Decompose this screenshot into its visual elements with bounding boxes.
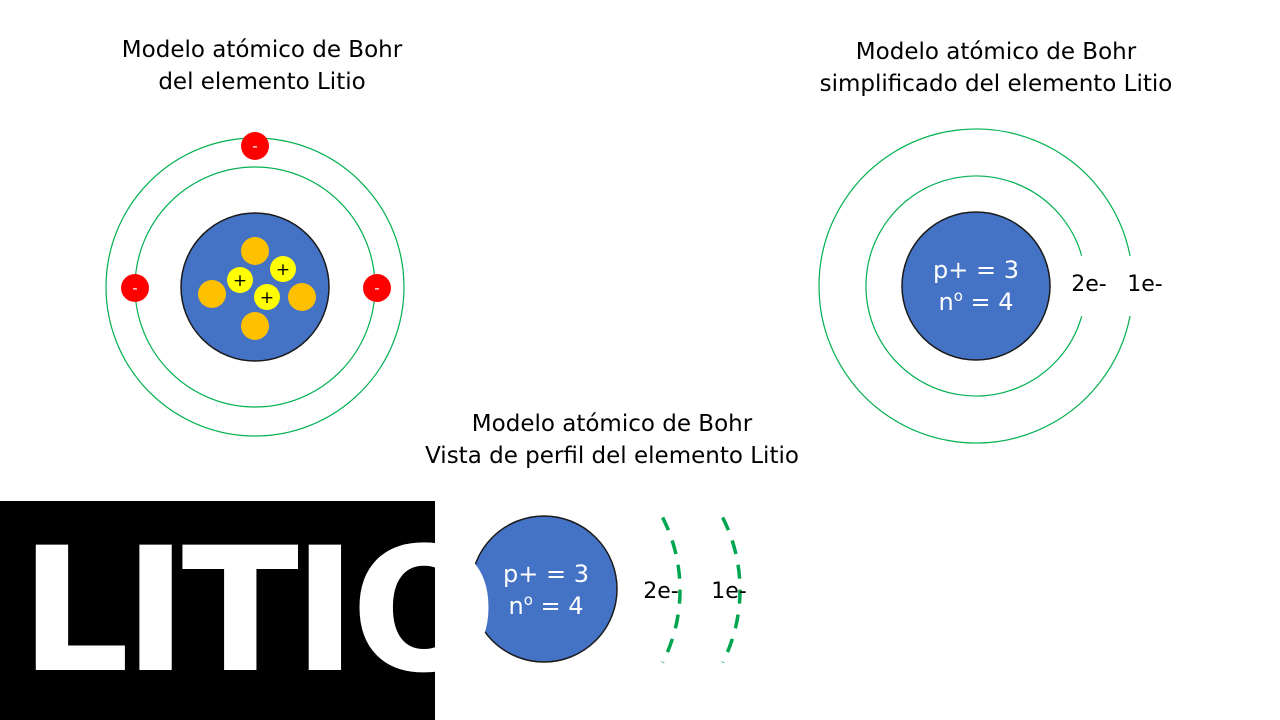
title-full-line2: del elemento Litio	[158, 69, 366, 95]
neutron-count-label: no = 4	[938, 287, 1013, 316]
proton-count-label: p+ = 3	[933, 256, 1019, 284]
proton-sign: +	[233, 271, 247, 291]
neutron-count-label: no = 4	[508, 591, 583, 620]
title-profile-line1: Modelo atómico de Bohr	[471, 411, 753, 437]
title-profile-line2: Vista de perfil del elemento Litio	[425, 443, 799, 469]
full-bohr-model: +++ ---	[105, 132, 405, 437]
proton	[254, 284, 280, 310]
element-name: LITIO	[20, 510, 497, 711]
proton-sign: +	[276, 260, 290, 280]
neutron	[288, 283, 316, 311]
nucleus	[470, 515, 618, 663]
title-simplified-line1: Modelo atómico de Bohr	[855, 39, 1137, 65]
inner-shell-arc	[865, 175, 1083, 397]
electron-sign: -	[252, 137, 257, 155]
electrons: - - -	[121, 132, 391, 302]
neutron	[241, 237, 269, 265]
neutron	[241, 312, 269, 340]
profile-bohr-model: p+ = 3 no = 4 2e- 1e-	[470, 515, 747, 664]
nucleus	[180, 212, 330, 362]
shell-2-label: 1e-	[1127, 272, 1162, 297]
title-full-line1: Modelo atómico de Bohr	[121, 37, 403, 63]
proton-sign: +	[260, 288, 274, 308]
shell-1-label: 2e-	[643, 579, 678, 604]
shell-1-label: 2e-	[1071, 272, 1106, 297]
shell-2-label: 1e-	[711, 579, 746, 604]
nucleons: +++	[198, 237, 316, 340]
title-full-bohr-model: Modelo atómico de Bohr del elemento Liti…	[60, 34, 464, 98]
electron	[241, 132, 269, 160]
proton-count-label: p+ = 3	[503, 560, 589, 588]
nucleus	[901, 211, 1051, 361]
title-profile-bohr-model: Modelo atómico de Bohr Vista de perfil d…	[410, 408, 814, 472]
electron-sign: -	[374, 279, 379, 297]
proton	[227, 267, 253, 293]
simplified-bohr-model: p+ = 3 no = 4 2e- 1e-	[818, 128, 1163, 444]
electron	[121, 274, 149, 302]
title-simplified-bohr-model: Modelo atómico de Bohr simplificado del …	[790, 36, 1202, 100]
outer-shell-arc	[818, 128, 1131, 444]
neutron	[198, 280, 226, 308]
proton	[270, 256, 296, 282]
shell-1-dashed-arc	[661, 516, 682, 664]
title-simplified-line2: simplificado del elemento Litio	[819, 71, 1173, 97]
shell-2-dashed-arc	[721, 516, 742, 664]
element-name-banner: LITIO	[0, 501, 497, 720]
electron	[363, 274, 391, 302]
electron-sign: -	[132, 279, 137, 297]
